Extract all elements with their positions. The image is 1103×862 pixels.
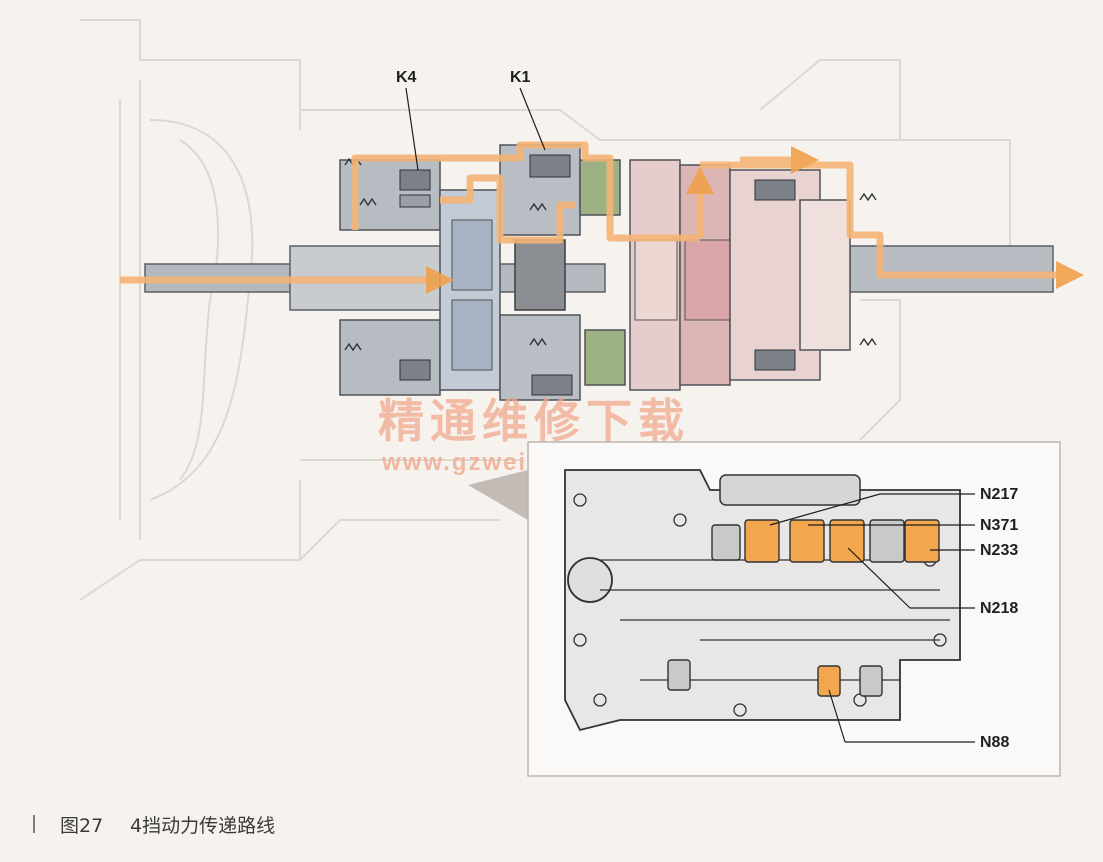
brake-part-bottom: [584, 329, 626, 386]
svg-text:K1: K1: [510, 69, 531, 86]
figure-number: 图27: [60, 815, 103, 837]
housing-outline: [79, 19, 1011, 601]
valve-label-n218: N218: [847, 547, 1018, 617]
k4-clutch-bottom: [339, 319, 441, 396]
valve-body-inset: [527, 441, 1061, 777]
svg-text:N88: N88: [980, 734, 1009, 751]
clutch-label-k4: K4: [396, 69, 419, 171]
valve-label-n217: N217: [769, 486, 1018, 526]
solenoid-n371: [789, 519, 825, 563]
svg-text:K4: K4: [396, 69, 417, 86]
transmission-section: [120, 141, 1084, 401]
svg-text:N371: N371: [980, 517, 1018, 534]
sun-gear-element: [514, 239, 566, 311]
solenoid-n88: [817, 665, 841, 697]
solenoid-n217: [744, 519, 780, 563]
solenoid-n233: [904, 519, 940, 563]
valve-label-n88: N88: [828, 689, 1009, 751]
figure-caption: 图27 4挡动力传递路线: [33, 815, 275, 837]
brake-part-top: [579, 159, 621, 216]
planetary-set-1: [439, 189, 501, 391]
figure-title: 4挡动力传递路线: [130, 815, 275, 837]
valve-label-n371: N371: [808, 517, 1018, 534]
power-flow-path: [120, 141, 1084, 294]
svg-text:N218: N218: [980, 600, 1018, 617]
planetary-set-2: [629, 159, 731, 391]
svg-text:N233: N233: [980, 542, 1018, 559]
solenoid-n218: [829, 519, 865, 563]
clutch-label-k1: K1: [510, 69, 546, 151]
inset-pointer: [468, 470, 528, 520]
k1-clutch-top: [499, 144, 581, 236]
rear-clutch-pack: [729, 169, 851, 381]
k1-clutch-bottom: [499, 314, 581, 401]
watermark-text: 精通维修下载: [378, 394, 690, 448]
svg-text:N217: N217: [980, 486, 1018, 503]
valve-label-n233: N233: [930, 542, 1018, 559]
